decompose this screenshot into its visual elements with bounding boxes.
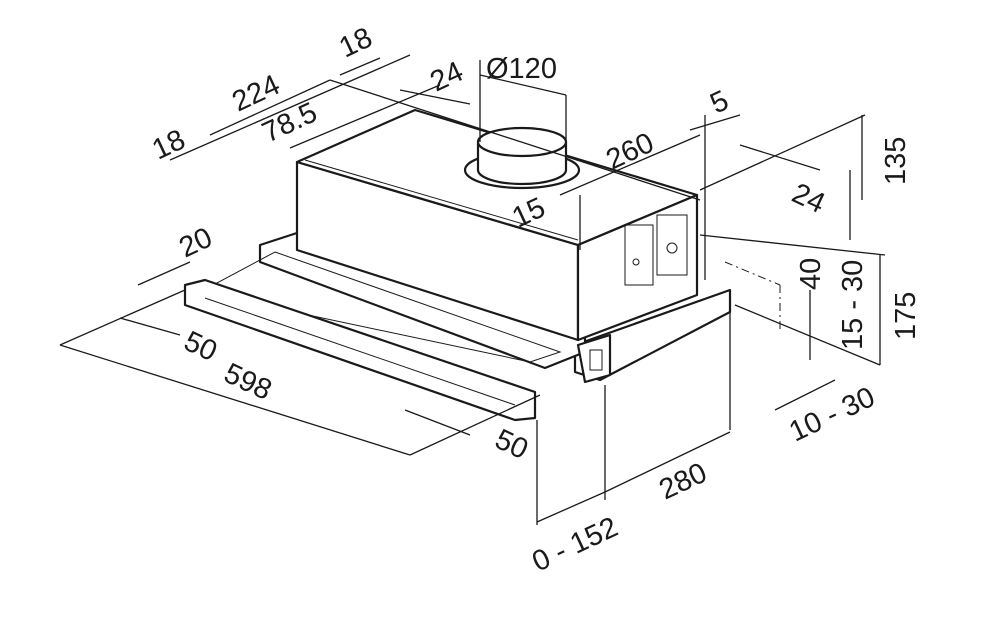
dim-5: 5 — [705, 85, 733, 121]
dim-598: 598 — [219, 357, 276, 406]
dim-50-right: 50 — [490, 423, 533, 466]
dim-duct-diameter: Ø120 — [486, 53, 557, 85]
dim-50-left: 50 — [179, 325, 222, 368]
dim-135: 135 — [880, 137, 912, 185]
dim-10-30: 10 - 30 — [784, 381, 879, 448]
dim-20: 20 — [174, 222, 217, 265]
dimension-lines — [59, 54, 886, 525]
dim-175: 175 — [890, 292, 922, 340]
dim-40: 40 — [795, 258, 827, 290]
dim-0-152: 0 - 152 — [527, 511, 622, 578]
dim-24-top: 24 — [425, 56, 468, 99]
hood-body — [183, 108, 732, 422]
dim-15-30: 15 - 30 — [837, 260, 869, 350]
dim-18-left: 18 — [147, 124, 190, 167]
dim-18-top: 18 — [334, 22, 377, 65]
dim-24-right: 24 — [787, 177, 830, 220]
